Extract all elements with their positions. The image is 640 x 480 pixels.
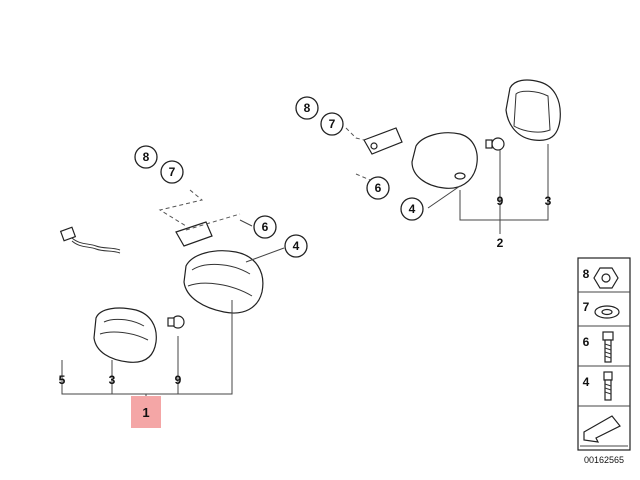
ref-label-2: 2 bbox=[497, 236, 504, 250]
callout-right-6: 6 bbox=[366, 176, 390, 200]
lens-right bbox=[505, 79, 561, 141]
callout-right-8: 8 bbox=[295, 96, 319, 120]
bulb-left bbox=[167, 315, 185, 329]
bulb-right bbox=[485, 137, 505, 151]
label-right-3: 3 bbox=[545, 194, 552, 208]
callout-left-4: 4 bbox=[284, 234, 308, 258]
diagram-id: 00162565 bbox=[584, 455, 625, 465]
legend-num-7: 7 bbox=[583, 300, 590, 314]
svg-text:6: 6 bbox=[375, 181, 382, 195]
svg-text:7: 7 bbox=[169, 165, 176, 179]
svg-text:6: 6 bbox=[262, 220, 269, 234]
callout-left-8: 8 bbox=[134, 145, 158, 169]
housing-right bbox=[363, 127, 478, 189]
washer-icon bbox=[594, 305, 620, 319]
bolt-icon bbox=[603, 371, 613, 401]
legend-num-4: 4 bbox=[583, 375, 590, 389]
legend-num-6: 6 bbox=[583, 335, 590, 349]
svg-text:4: 4 bbox=[409, 202, 416, 216]
direction-arrow-icon bbox=[580, 415, 628, 447]
svg-text:4: 4 bbox=[293, 239, 300, 253]
svg-text:8: 8 bbox=[143, 150, 150, 164]
label-left-3: 3 bbox=[109, 373, 116, 387]
legend-num-8: 8 bbox=[583, 267, 590, 281]
housing-left bbox=[175, 221, 264, 314]
highlight-ref-1: 1 bbox=[131, 396, 161, 428]
svg-text:7: 7 bbox=[329, 117, 336, 131]
legend-panel bbox=[577, 257, 631, 451]
label-left-9: 9 bbox=[175, 373, 182, 387]
nut-icon bbox=[593, 267, 619, 289]
screw-icon bbox=[602, 331, 614, 363]
callout-left-6: 6 bbox=[253, 215, 277, 239]
callout-left-7: 7 bbox=[160, 160, 184, 184]
label-left-5: 5 bbox=[59, 373, 66, 387]
label-right-9: 9 bbox=[497, 194, 504, 208]
callout-right-4: 4 bbox=[400, 197, 424, 221]
svg-text:8: 8 bbox=[304, 101, 311, 115]
lens-left bbox=[93, 307, 157, 363]
wire-connector bbox=[59, 226, 121, 254]
callout-right-7: 7 bbox=[320, 112, 344, 136]
